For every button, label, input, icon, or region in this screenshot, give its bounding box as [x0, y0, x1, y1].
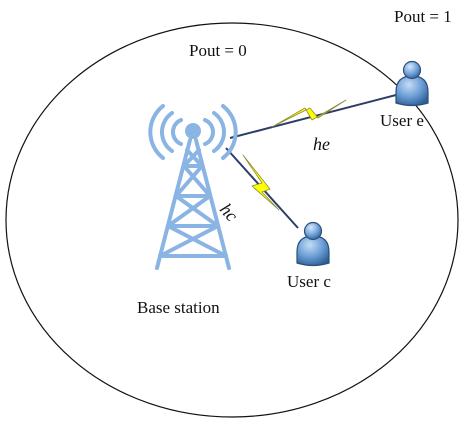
base-station-label: Base station [137, 298, 220, 317]
channel-e-label: he [313, 134, 330, 154]
user-e-label: User e [380, 111, 424, 130]
user-c-label: User c [287, 272, 331, 291]
lightning-bolt-icon-user-e [271, 99, 347, 128]
pout-inner-label: Pout = 0 [189, 41, 247, 60]
user-icon-user-e [395, 60, 429, 107]
lightning-bolt-icon-user-c [242, 154, 280, 211]
coverage-circle [5, 22, 459, 418]
radio-tower-icon [148, 104, 238, 270]
pout-outer-label: Pout = 1 [394, 7, 452, 26]
user-icon-user-c [296, 221, 330, 267]
